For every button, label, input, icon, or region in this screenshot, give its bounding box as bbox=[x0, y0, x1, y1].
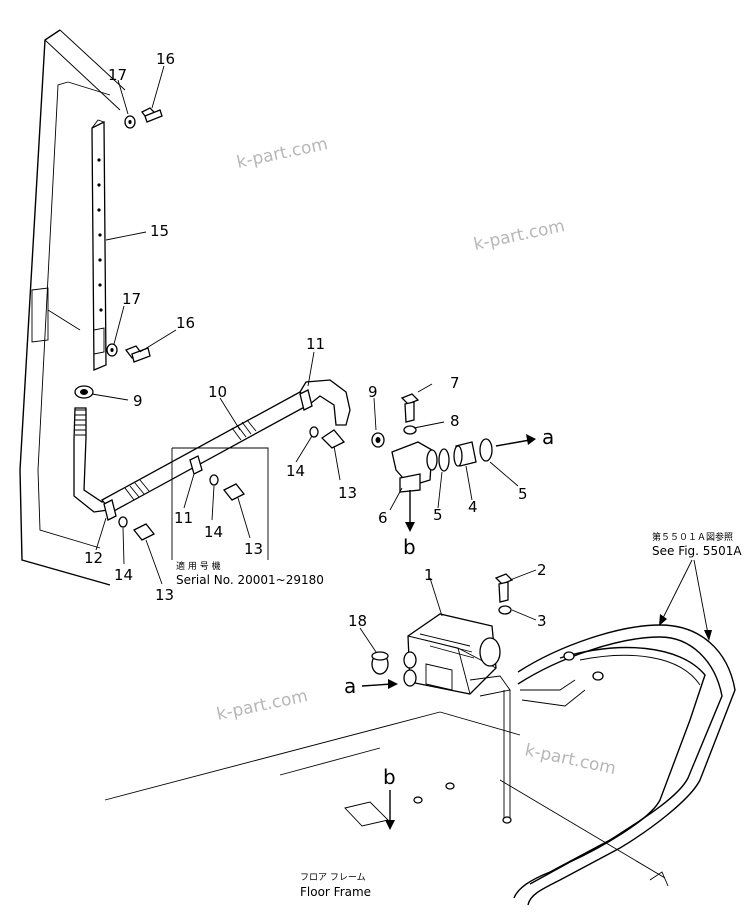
clamp-9-left bbox=[74, 385, 94, 399]
callout-15: 15 bbox=[150, 222, 169, 240]
callout-1: 1 bbox=[424, 566, 434, 584]
arrow-a-top bbox=[495, 434, 536, 447]
watermark-2: k-part.com bbox=[472, 216, 567, 255]
callout-7: 7 bbox=[450, 374, 460, 392]
callout-14-mid: 14 bbox=[204, 523, 223, 541]
callout-2: 2 bbox=[537, 561, 547, 579]
label-a-top: a bbox=[542, 425, 554, 449]
arrow-b-top bbox=[405, 490, 415, 532]
mount-rod bbox=[502, 690, 512, 824]
watermark-1: k-part.com bbox=[235, 134, 330, 173]
callout-5-right: 5 bbox=[518, 485, 528, 503]
cab-frame bbox=[19, 29, 126, 586]
elbow-6 bbox=[391, 441, 438, 493]
band-5-left bbox=[438, 448, 450, 472]
bolt-16-upper bbox=[141, 107, 163, 123]
arrow-b-bottom bbox=[385, 790, 395, 830]
serial-bracket bbox=[171, 447, 269, 560]
clamp-11-right bbox=[299, 389, 313, 411]
callout-6: 6 bbox=[378, 509, 388, 527]
serial-note-jp: 適 用 号 機 bbox=[176, 560, 221, 572]
cap-18 bbox=[371, 651, 389, 675]
callout-14-right: 14 bbox=[286, 462, 305, 480]
fig-note-jp: 第５５０１Ａ図参照 bbox=[652, 531, 733, 543]
washer-17-upper bbox=[124, 115, 136, 129]
bolt-13-left bbox=[132, 523, 156, 541]
callout-17-lower: 17 bbox=[122, 290, 141, 308]
callout-11-left: 11 bbox=[174, 509, 193, 527]
heater-hoses bbox=[513, 624, 736, 906]
floor-frame bbox=[104, 711, 669, 887]
callout-16-lower: 16 bbox=[176, 314, 195, 332]
washer-14-left bbox=[118, 516, 128, 528]
callout-13-left: 13 bbox=[155, 586, 174, 604]
callout-9-right: 9 bbox=[368, 383, 378, 401]
fig-note: See Fig. 5501A bbox=[652, 544, 742, 558]
callout-17-upper: 17 bbox=[108, 66, 127, 84]
callout-12: 12 bbox=[84, 549, 103, 567]
hose-4 bbox=[453, 441, 477, 467]
washer-3 bbox=[498, 605, 512, 615]
watermark-3: k-part.com bbox=[215, 686, 310, 725]
callout-14-left: 14 bbox=[114, 566, 133, 584]
callout-11-right: 11 bbox=[306, 335, 325, 353]
washer-17-lower bbox=[106, 343, 118, 357]
leader-lines bbox=[91, 65, 537, 653]
callout-9-left: 9 bbox=[133, 392, 143, 410]
label-b-bottom: b bbox=[383, 765, 396, 789]
bolt-13-right bbox=[320, 429, 346, 449]
clamp-9-right bbox=[371, 432, 385, 448]
serial-note: Serial No. 20001~29180 bbox=[176, 573, 324, 587]
washer-14-right bbox=[309, 426, 319, 438]
arrow-a-bottom bbox=[361, 679, 398, 689]
clamp-12 bbox=[103, 499, 117, 521]
callout-13-mid: 13 bbox=[244, 540, 263, 558]
callout-4: 4 bbox=[468, 498, 478, 516]
clamp-11-left bbox=[189, 455, 203, 475]
label-b-top: b bbox=[403, 535, 416, 559]
callout-3: 3 bbox=[537, 612, 547, 630]
bolt-16-lower bbox=[124, 345, 151, 363]
label-a-bottom: a bbox=[344, 674, 356, 698]
callout-8: 8 bbox=[450, 412, 460, 430]
bolt-2 bbox=[494, 573, 514, 603]
stay-15 bbox=[91, 119, 107, 371]
callout-13-right: 13 bbox=[338, 484, 357, 502]
callout-16-upper: 16 bbox=[156, 50, 175, 68]
washer-8 bbox=[403, 425, 417, 435]
callout-18: 18 bbox=[348, 612, 367, 630]
callout-5-left: 5 bbox=[433, 506, 443, 524]
bolt-7 bbox=[400, 393, 420, 423]
callout-10: 10 bbox=[208, 383, 227, 401]
floor-note: Floor Frame bbox=[300, 885, 371, 899]
floor-note-jp: フロア フレーム bbox=[300, 872, 366, 883]
band-5-right bbox=[479, 438, 493, 462]
bolt-13-mid bbox=[222, 483, 246, 501]
heater-unit-1 bbox=[403, 613, 511, 697]
washer-14-mid bbox=[209, 474, 219, 486]
fig-arrows bbox=[659, 559, 712, 641]
watermark-4: k-part.com bbox=[523, 740, 618, 779]
